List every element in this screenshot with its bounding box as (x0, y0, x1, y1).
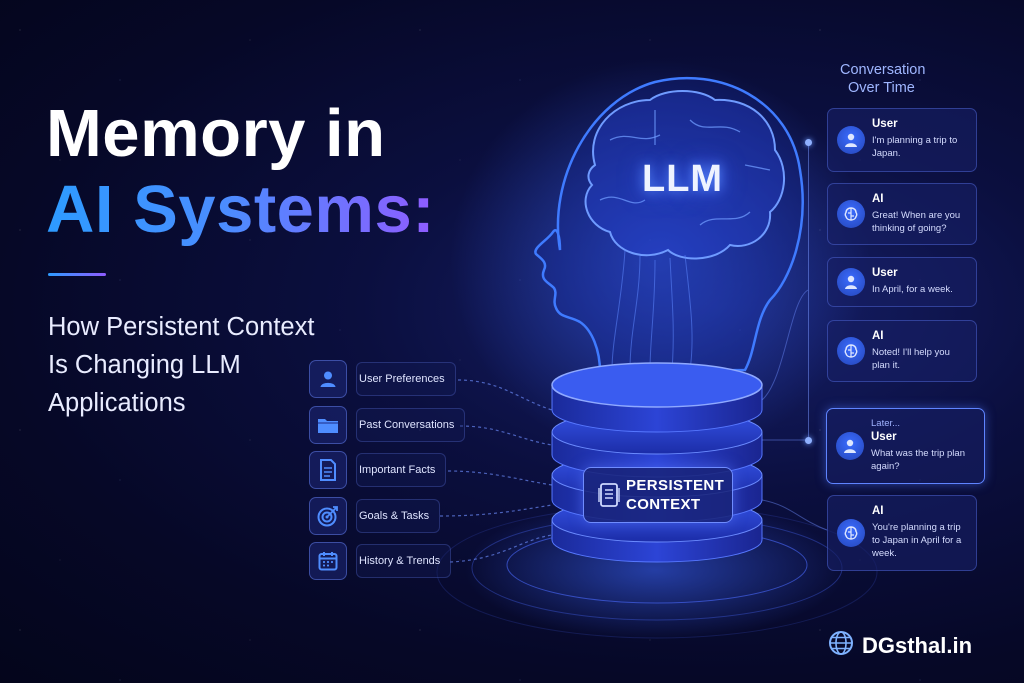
context-item-label: Important Facts (356, 453, 447, 487)
headline-line-2: AI Systems: (46, 172, 436, 247)
message-text: What was the trip plan again? (871, 448, 965, 472)
brain-chip-icon (837, 200, 865, 228)
subtitle-line-1: How Persistent Context (48, 313, 315, 341)
subtitle-line-3: Applications (48, 389, 186, 417)
message-role: AI (872, 505, 884, 517)
folder-icon (309, 405, 347, 444)
conversation-title: Conversation Over Time (840, 61, 925, 97)
message-ai-answer: AI You're planning a trip to Japan in Ap… (827, 495, 977, 571)
message-user-later: Later... User What was the trip plan aga… (826, 408, 985, 484)
context-item-past-conversations: Past Conversations (309, 405, 466, 444)
message-text: Noted! I'll help you plan it. (872, 347, 950, 371)
database-cylinder (551, 362, 763, 563)
message-user-2: User In April, for a week. (827, 257, 977, 307)
llm-label: LLM (642, 158, 724, 200)
message-later-tag: Later... (871, 418, 901, 429)
persistent-context-badge: PERSISTENT CONTEXT (583, 467, 733, 523)
headline: Memory in AI Systems: (46, 96, 435, 248)
user-avatar-icon (836, 432, 864, 460)
message-text: Great! When are you thinking of going? (872, 210, 961, 234)
context-item-user-preferences: User Preferences (309, 360, 465, 398)
context-item-goals-tasks: Goals & Tasks (309, 496, 465, 535)
context-item-label: History & Trends (356, 544, 452, 578)
db-label-line-2: CONTEXT (626, 496, 701, 513)
title-divider (48, 273, 106, 276)
context-item-label: Goals & Tasks (356, 498, 441, 533)
subtitle: How Persistent Context Is Changing LLM A… (48, 308, 378, 422)
timeline-dot (805, 139, 812, 146)
message-ai-1: AI Great! When are you thinking of going… (827, 183, 977, 245)
brain-chip-icon (837, 519, 865, 547)
message-role: User (872, 118, 898, 130)
brand-link[interactable]: DGsthal.in (828, 630, 972, 661)
timeline-dot (805, 437, 812, 444)
message-role: User (871, 431, 897, 443)
user-icon (309, 360, 347, 398)
subtitle-line-2: Is Changing LLM (48, 351, 241, 379)
target-icon (309, 496, 347, 535)
context-item-label: Past Conversations (356, 407, 466, 442)
file-stack-icon (592, 482, 626, 508)
conversation-title-line-2: Over Time (848, 80, 915, 96)
context-sources-list: User Preferences Past Conversations Impo… (309, 360, 466, 589)
context-item-label: User Preferences (356, 362, 456, 396)
message-ai-2: AI Noted! I'll help you plan it. (827, 320, 977, 382)
headline-line-1: Memory in (46, 96, 386, 171)
message-role: AI (872, 193, 884, 205)
db-label-line-1: PERSISTENT (626, 477, 725, 494)
message-text: You're planning a trip to Japan in April… (872, 522, 962, 559)
context-item-history-trends: History & Trends (309, 542, 465, 580)
message-role: AI (872, 330, 884, 342)
message-text: I'm planning a trip to Japan. (872, 135, 958, 159)
document-icon (309, 451, 347, 489)
persistent-context-text: PERSISTENT CONTEXT (626, 476, 724, 514)
calendar-icon (309, 542, 347, 580)
message-user-1: User I'm planning a trip to Japan. (827, 108, 977, 172)
brain-outline (584, 90, 786, 260)
head-silhouette (534, 76, 804, 374)
message-text: In April, for a week. (872, 284, 953, 295)
user-avatar-icon (837, 268, 865, 296)
brain-chip-icon (837, 337, 865, 365)
context-item-important-facts: Important Facts (309, 451, 465, 489)
message-role: User (872, 267, 898, 279)
globe-icon (828, 630, 854, 661)
user-avatar-icon (837, 126, 865, 154)
conversation-title-line-1: Conversation (840, 62, 926, 78)
conversation-timeline (808, 140, 809, 440)
brand-text: DGsthal.in (862, 632, 973, 658)
